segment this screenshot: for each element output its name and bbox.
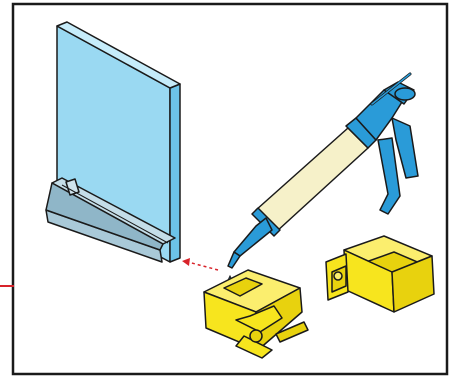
placement-arrow [182, 258, 218, 270]
spacer-block-right [326, 236, 434, 312]
spacer-block-left [204, 270, 308, 358]
